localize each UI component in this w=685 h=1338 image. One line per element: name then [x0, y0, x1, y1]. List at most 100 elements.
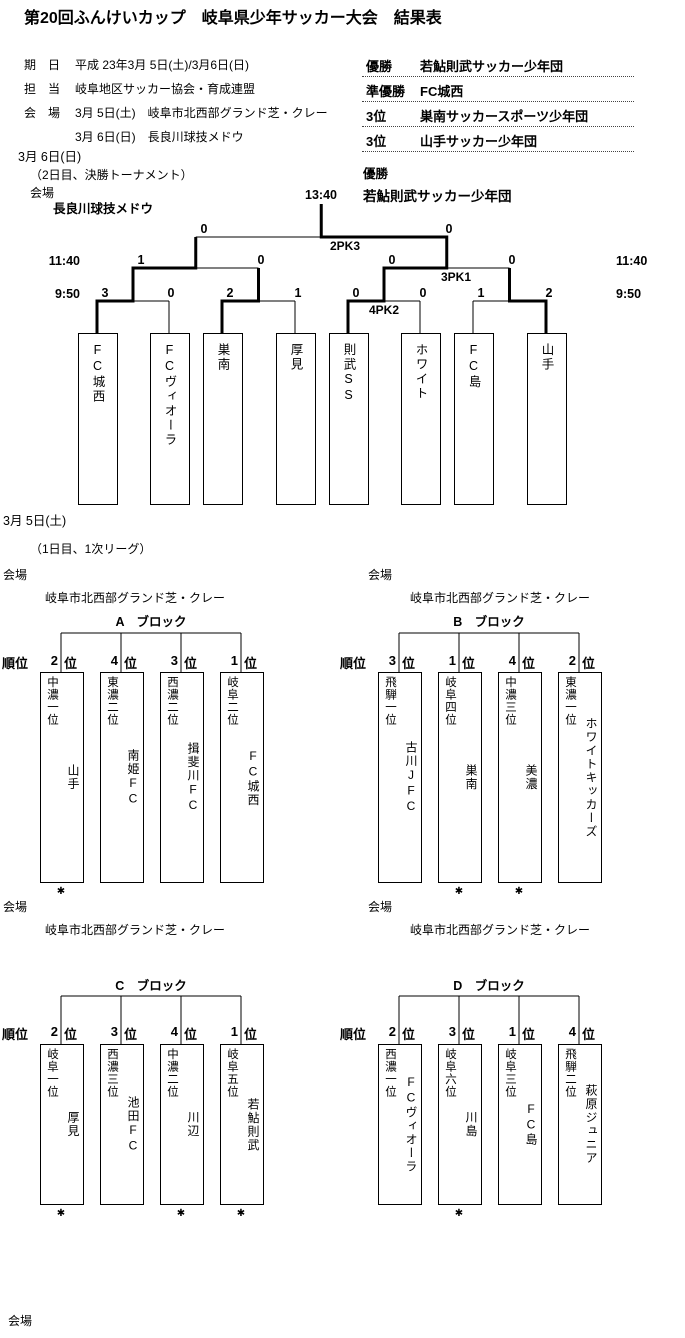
seed-label: 東濃二位 — [106, 676, 118, 726]
rank-suffix: 位 — [124, 1027, 138, 1042]
qf3-score-right: 0 — [419, 286, 427, 300]
league-team-box: 西濃一位 FCヴィオーラ — [378, 1044, 422, 1205]
league-team-box: 飛騨二位 萩原ジュニア — [558, 1044, 602, 1205]
rank-number: 4 — [110, 653, 118, 668]
team-name: 美濃 — [524, 764, 538, 791]
seed-label: 東濃一位 — [564, 676, 576, 726]
team-name: 川辺 — [186, 1111, 200, 1138]
result-label: 3位 — [366, 109, 387, 124]
rank-suffix: 位 — [462, 1027, 476, 1042]
qf2-score-right: 1 — [294, 286, 302, 300]
rank-suffix: 位 — [64, 656, 78, 671]
rank-header-a: 順位 — [2, 656, 29, 671]
seed-label: 飛騨一位 — [384, 676, 396, 726]
bracket-team-box: 山手 — [527, 333, 567, 505]
team-name: 池田FC — [126, 1095, 140, 1154]
champion-label: 優勝 — [363, 167, 389, 181]
seed-label: 岐阜五位 — [226, 1048, 238, 1098]
rank-number: 3 — [388, 653, 396, 668]
bottom-venue-label: 会場 — [8, 1314, 33, 1328]
league-team-box: 岐阜六位 川島 — [438, 1044, 482, 1205]
league-team-box: 西濃三位 池田FC — [100, 1044, 144, 1205]
rank-suffix: 位 — [582, 1027, 596, 1042]
team-name: 川島 — [464, 1111, 478, 1138]
qf4-score-left: 1 — [477, 286, 485, 300]
rank-number: 3 — [448, 1024, 456, 1039]
result-team: 若鮎則武サッカー少年団 — [420, 59, 564, 74]
seed-label: 中濃一位 — [46, 676, 58, 726]
rank-suffix: 位 — [184, 1027, 198, 1042]
team-name: FC島 — [524, 1102, 538, 1147]
bracket-team-box: FC城西 — [78, 333, 118, 505]
rank-header-c: 順位 — [2, 1027, 29, 1042]
bracket-team-box: 則武SS — [329, 333, 369, 505]
sf2-pk-result: 3PK1 — [440, 270, 472, 284]
bracket-team-box: FCヴィオーラ — [150, 333, 190, 505]
info-value-venue1: 3月 5日(土) 岐阜市北西部グランド芝・クレー — [75, 106, 328, 120]
qf3-score-left: 0 — [352, 286, 360, 300]
team-name: 揖斐川FC — [186, 741, 200, 814]
venue-name-b: 岐阜市北西部グランド芝・クレー — [410, 591, 591, 605]
day2-venue-label: 会場 — [30, 186, 55, 200]
info-label-date: 期 日 — [24, 58, 61, 72]
team-name: 巣南 — [464, 764, 478, 791]
semi-time-left: 11:40 — [48, 254, 80, 268]
day2-date: 3月 6日(日) — [18, 150, 82, 164]
rank-number: 2 — [388, 1024, 396, 1039]
day1-subtitle: （1日目、1次リーグ） — [30, 542, 152, 556]
final-score-left: 0 — [200, 222, 208, 236]
seed-label: 岐阜四位 — [444, 676, 456, 726]
rank-number: 4 — [568, 1024, 576, 1039]
venue-name-c: 岐阜市北西部グランド芝・クレー — [45, 923, 226, 937]
info-value-venue2: 3月 6日(日) 長良川球技メドウ — [75, 130, 244, 144]
advance-mark: ✱ — [454, 886, 464, 897]
rank-suffix: 位 — [124, 656, 138, 671]
rank-number: 1 — [508, 1024, 516, 1039]
seed-label: 飛騨二位 — [564, 1048, 576, 1098]
rank-number: 4 — [170, 1024, 178, 1039]
rank-number: 3 — [110, 1024, 118, 1039]
result-label: 3位 — [366, 134, 387, 149]
league-team-box: 西濃二位 揖斐川FC — [160, 672, 204, 883]
rank-suffix: 位 — [522, 1027, 536, 1042]
bracket-team-name: 山手 — [539, 343, 554, 372]
rank-suffix: 位 — [582, 656, 596, 671]
team-name: ホワイトキッカーズ — [584, 716, 598, 839]
day1-date: 3月 5日(土) — [3, 514, 67, 528]
league-team-box: 岐阜五位 若鮎則武 — [220, 1044, 264, 1205]
rank-suffix: 位 — [402, 656, 416, 671]
team-name: 古川JFC — [404, 740, 418, 815]
qf2-score-left: 2 — [226, 286, 234, 300]
result-team: 巣南サッカースポーツ少年団 — [420, 109, 589, 124]
advance-mark: ✱ — [176, 1208, 186, 1219]
rank-suffix: 位 — [402, 1027, 416, 1042]
result-row-third-b: 3位 山手サッカー少年団 — [362, 128, 634, 152]
champion-name: 若鮎則武サッカー少年団 — [363, 189, 512, 204]
page-title: 第20回ふんけいカップ 岐阜県少年サッカー大会 結果表 — [24, 10, 442, 27]
sf2-score-left: 0 — [388, 253, 396, 267]
day2-subtitle: （2日目、決勝トーナメント） — [30, 168, 193, 182]
result-label: 優勝 — [366, 59, 393, 74]
final-time: 13:40 — [305, 188, 337, 202]
league-team-box: 中濃三位 美濃 — [498, 672, 542, 883]
block-b-title: B ブロック — [453, 615, 525, 629]
rank-number: 3 — [170, 653, 178, 668]
block-connector-lines — [60, 632, 580, 1044]
day2-venue: 長良川球技メドウ — [53, 202, 154, 216]
venue-label-d: 会場 — [368, 900, 393, 914]
seed-label: 西濃三位 — [106, 1048, 118, 1098]
bracket-team-name: 則武SS — [341, 343, 356, 404]
bracket-team-name: FC島 — [466, 343, 481, 390]
qf3-pk-result: 4PK2 — [368, 303, 400, 317]
bracket-team-name: 巣南 — [215, 343, 230, 372]
sf1-score-right: 0 — [257, 253, 265, 267]
seed-label: 岐阜三位 — [504, 1048, 516, 1098]
league-team-box: 東濃二位 南姫FC — [100, 672, 144, 883]
rank-number: 2 — [50, 1024, 58, 1039]
result-label: 準優勝 — [366, 84, 406, 99]
rank-header-b: 順位 — [340, 656, 367, 671]
info-value-staff: 岐阜地区サッカー協会・育成連盟 — [75, 82, 256, 96]
result-row-third-a: 3位 巣南サッカースポーツ少年団 — [362, 103, 634, 127]
qf1-score-left: 3 — [101, 286, 109, 300]
